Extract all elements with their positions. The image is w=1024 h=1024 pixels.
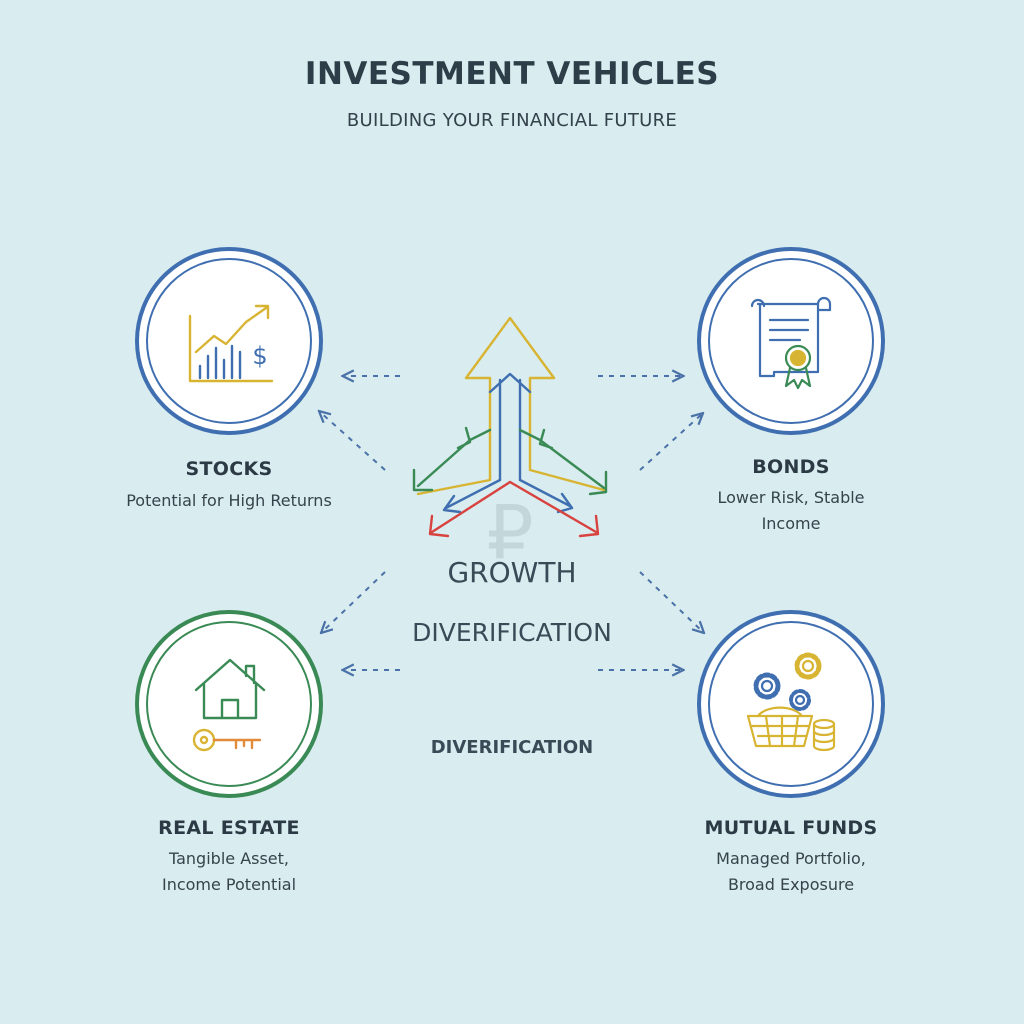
mutual-funds-circle bbox=[697, 610, 885, 798]
bonds-desc: Lower Risk, Stable Income bbox=[641, 485, 941, 537]
certificate-scroll-icon bbox=[750, 296, 832, 390]
arrow-diag-realestate bbox=[322, 571, 386, 632]
growth-label: GROWTH bbox=[447, 556, 577, 589]
bonds-circle bbox=[697, 247, 885, 435]
connector-arrows bbox=[320, 376, 703, 670]
arrow-diag-bonds bbox=[639, 414, 702, 471]
real-estate-circle bbox=[135, 610, 323, 798]
mutual-funds-desc-line1: Managed Portfolio, bbox=[716, 849, 866, 868]
stocks-desc-line1: Potential for High Returns bbox=[126, 491, 332, 510]
real-estate-desc-line2: Income Potential bbox=[161, 875, 297, 894]
mutual-funds-desc-line2: Broad Exposure bbox=[727, 875, 855, 894]
bar-chart-dollar-icon: $ bbox=[188, 304, 274, 383]
mutual-funds-title: MUTUAL FUNDS bbox=[704, 817, 878, 839]
diversification-label-small: DIVERIFICATION bbox=[430, 737, 594, 758]
growth-arrows-icon bbox=[412, 316, 608, 538]
real-estate-desc: Tangible Asset, Income Potential bbox=[79, 846, 379, 898]
page-title: INVESTMENT VEHICLES bbox=[304, 56, 720, 92]
diversification-label: DIVERIFICATION bbox=[412, 618, 612, 647]
stocks-title: STOCKS bbox=[185, 458, 273, 480]
bonds-title: BONDS bbox=[752, 456, 830, 478]
stocks-circle: $ bbox=[135, 247, 323, 435]
currency-watermark: ₽ bbox=[486, 490, 533, 576]
bonds-desc-line1: Lower Risk, Stable bbox=[717, 488, 865, 507]
real-estate-title: REAL ESTATE bbox=[158, 817, 300, 839]
page-subtitle: BUILDING YOUR FINANCIAL FUTURE bbox=[346, 110, 678, 131]
gears-basket-coins-icon bbox=[746, 652, 836, 752]
arrow-diag-mutual bbox=[639, 571, 703, 632]
arrow-diag-stocks bbox=[320, 412, 386, 471]
stocks-desc: Potential for High Returns bbox=[79, 488, 379, 514]
house-key-icon bbox=[192, 658, 266, 752]
mutual-funds-desc: Managed Portfolio, Broad Exposure bbox=[641, 846, 941, 898]
real-estate-desc-line1: Tangible Asset, bbox=[168, 849, 290, 868]
svg-text:$: $ bbox=[252, 342, 267, 370]
bonds-desc-line2: Income bbox=[761, 514, 821, 533]
